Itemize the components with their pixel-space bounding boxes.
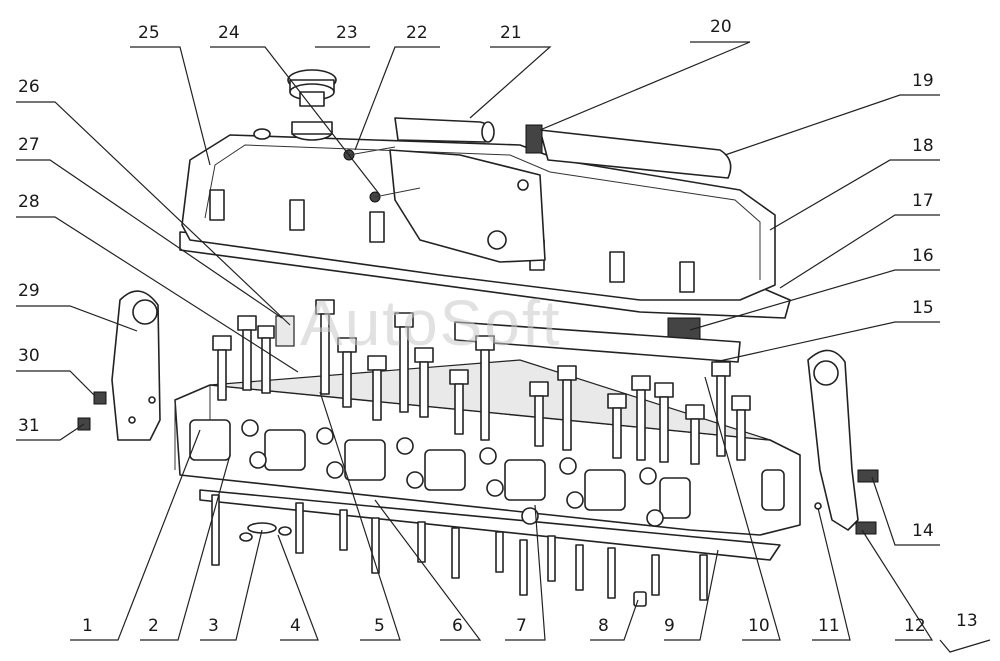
callout-16: 16 — [912, 246, 934, 266]
callout-30: 30 — [18, 346, 40, 366]
callout-22: 22 — [406, 23, 428, 43]
spacer-sleeve — [275, 315, 295, 347]
watermark: AutoSoft — [300, 287, 562, 359]
callout-14: 14 — [912, 521, 934, 541]
callout-20: 20 — [710, 17, 732, 37]
callout-24: 24 — [218, 23, 240, 43]
head-gasket — [199, 489, 781, 561]
callout-4: 4 — [290, 616, 301, 636]
callout-15: 15 — [912, 298, 934, 318]
callout-1: 1 — [82, 616, 93, 636]
hose-clamp — [525, 124, 543, 154]
callout-23: 23 — [336, 23, 358, 43]
callout-17: 17 — [912, 191, 934, 211]
head-bores — [241, 419, 664, 527]
cover-bolt-bosses — [209, 189, 695, 293]
callout-11: 11 — [818, 616, 840, 636]
breather-housing — [389, 149, 546, 263]
callout-19: 19 — [912, 71, 934, 91]
callout-12: 12 — [904, 616, 926, 636]
callout-10: 10 — [748, 616, 770, 636]
breather-hose — [525, 124, 732, 179]
leader-lines — [16, 41, 991, 653]
callout-18: 18 — [912, 136, 934, 156]
callout-28: 28 — [18, 192, 40, 212]
callout-29: 29 — [18, 281, 40, 301]
callout-31: 31 — [18, 416, 40, 436]
valve-cover — [179, 121, 791, 319]
callout-13: 13 — [956, 611, 978, 631]
breather-pipe — [394, 117, 495, 143]
callout-5: 5 — [374, 616, 385, 636]
exhaust-ports — [189, 419, 691, 519]
callout-26: 26 — [18, 77, 40, 97]
callout-3: 3 — [208, 616, 219, 636]
front-lifting-eye — [77, 290, 161, 441]
manifold-studs — [211, 494, 708, 601]
head-bolts — [212, 299, 751, 465]
callout-7: 7 — [516, 616, 527, 636]
callout-8: 8 — [598, 616, 609, 636]
callout-25: 25 — [138, 23, 160, 43]
callout-2: 2 — [148, 616, 159, 636]
callout-6: 6 — [452, 616, 463, 636]
dowel-pin — [633, 591, 647, 607]
callout-27: 27 — [18, 135, 40, 155]
callout-9: 9 — [664, 616, 675, 636]
oil-filler-cap — [287, 69, 337, 107]
washers — [239, 502, 822, 607]
manifold-gasket — [454, 321, 741, 363]
cylinder-head — [174, 359, 801, 561]
callout-labels: 25 24 23 22 21 20 19 18 17 16 15 14 26 2… — [18, 17, 978, 636]
callout-21: 21 — [500, 23, 522, 43]
